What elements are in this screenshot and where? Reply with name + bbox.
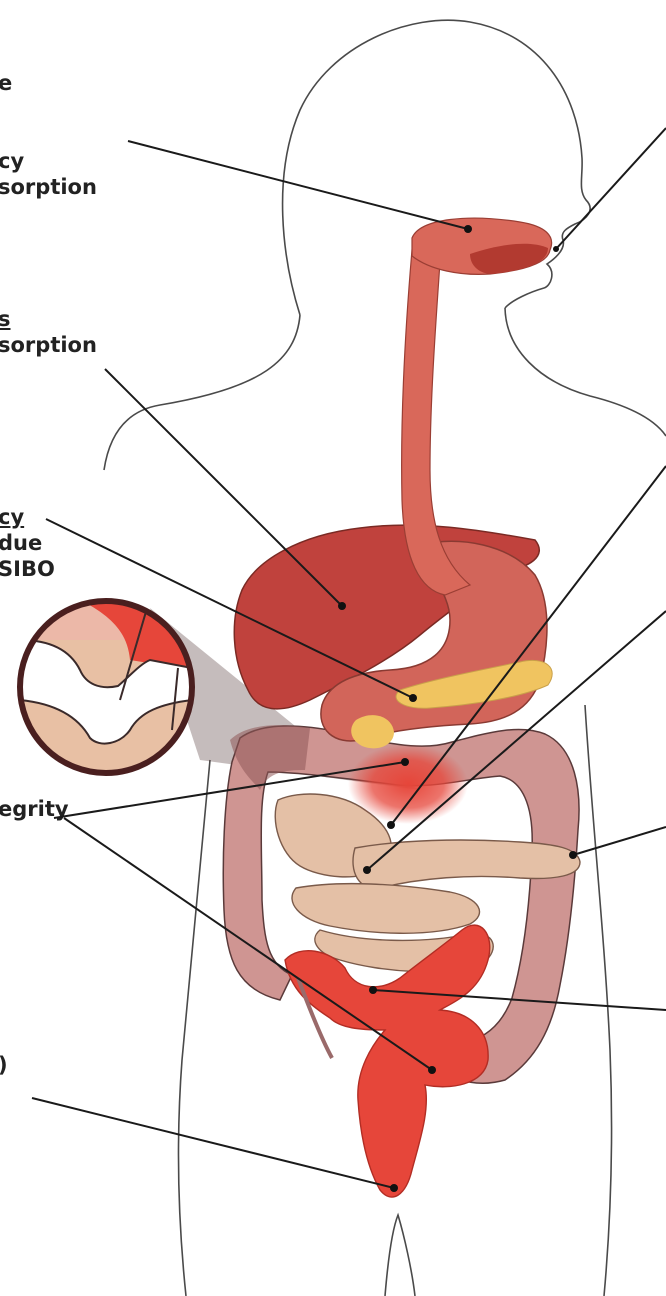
dot-duodenum [401,758,409,766]
dot-colon [569,851,577,859]
side-left [179,760,210,1296]
duodenum-inflammation [348,744,468,824]
magnifier-circle [20,598,192,773]
mouth-tongue [412,218,552,274]
dot-ileum [363,866,371,874]
dot-anus [390,1184,398,1192]
dot-pancreas [409,694,417,702]
dot-sigmoid [369,986,377,994]
leg-split [385,1215,415,1296]
dot-jejunum [387,821,395,829]
side-right [585,705,612,1296]
dot-mouth [464,225,472,233]
neck-shoulder-right [505,308,666,436]
dot-rectum [428,1066,436,1074]
neck-shoulder-left [104,315,300,470]
dot-liver [338,602,346,610]
dot-lip [553,246,559,252]
